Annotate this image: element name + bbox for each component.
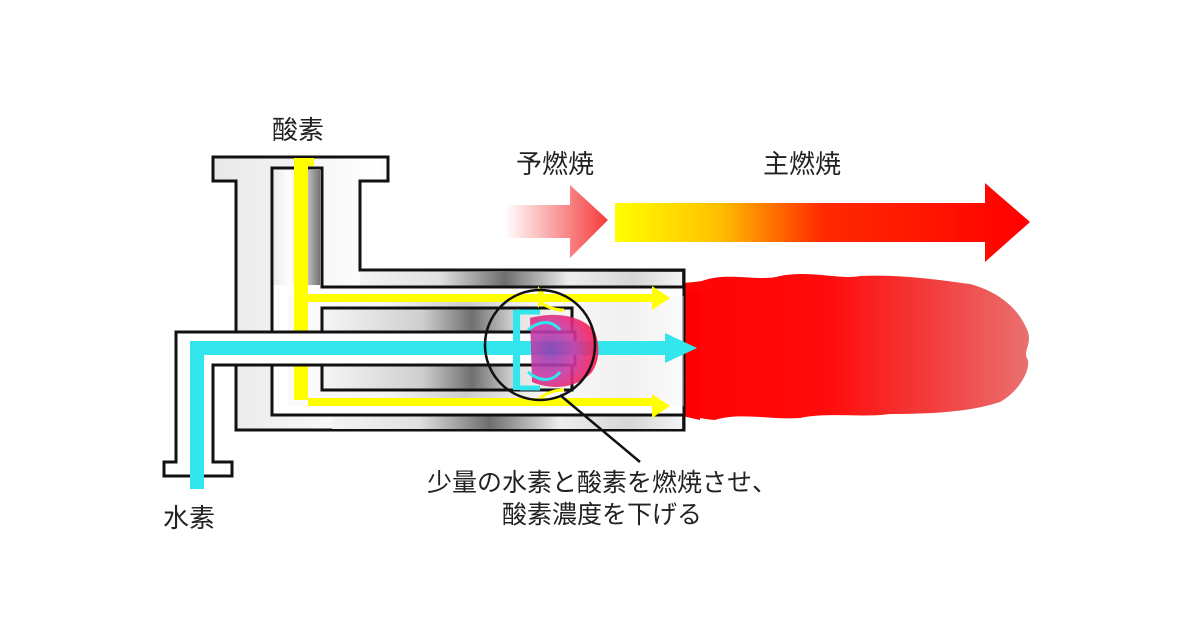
detail-circle bbox=[483, 288, 597, 402]
pre-combustion-label: 予燃焼 bbox=[516, 150, 594, 180]
oxygen-label: 酸素 bbox=[272, 116, 324, 146]
annotation-line-1: 少量の水素と酸素を燃焼させ、 bbox=[427, 468, 777, 497]
hydrogen-label: 水素 bbox=[163, 504, 215, 534]
main-combustion-label: 主燃焼 bbox=[763, 150, 841, 180]
main-combustion-arrow bbox=[615, 183, 1030, 262]
leader-line bbox=[559, 394, 641, 463]
pre-combustion-detail bbox=[513, 300, 599, 400]
pre-combustion-arrow bbox=[505, 185, 608, 258]
annotation-line-2: 酸素濃度を下げる bbox=[502, 500, 702, 529]
